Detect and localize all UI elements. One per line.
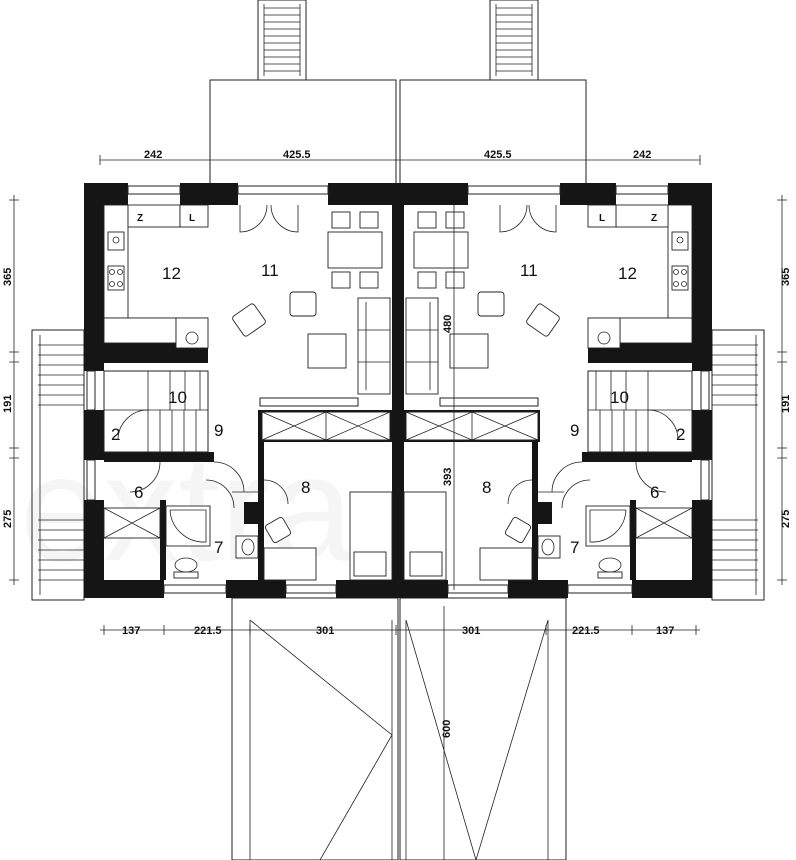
dishwasher-mark-right: L (599, 213, 605, 224)
dim-center-393: 393 (442, 468, 454, 486)
room-label-storage-right: 2 (676, 425, 685, 444)
kitchen-right-furniture: Z L (587, 204, 693, 349)
fridge-mark-left: Z (137, 213, 143, 224)
windows (86, 185, 710, 594)
dim-left-2: 191 (2, 395, 14, 413)
wardrobe-right (405, 411, 539, 441)
armchair-left-1 (289, 291, 317, 317)
doors (129, 204, 667, 509)
side-stair-right (711, 329, 765, 601)
dim-left-1: 365 (2, 268, 14, 286)
shelf-left (259, 397, 359, 407)
room-label-room8-left: 8 (301, 478, 310, 497)
dim-top-2: 425.5 (283, 149, 311, 161)
fridge-mark-right: Z (651, 213, 657, 224)
room-label-bath-left: 7 (214, 538, 223, 557)
side-stair-left (31, 329, 85, 601)
room8-left-furniture (263, 491, 393, 581)
dim-bottom-1: 137 (122, 625, 140, 637)
dining-set-left (327, 211, 383, 289)
dim-right-1: 365 (780, 268, 792, 286)
garage-right (399, 597, 567, 860)
room-label-storage-left: 2 (111, 425, 120, 444)
sofa-right (405, 297, 439, 395)
kitchen-left-furniture: Z L (103, 204, 209, 349)
dim-bottom-5: 221.5 (572, 625, 600, 637)
dim-bottom-4: 301 (462, 625, 480, 637)
room-label-hall-right: 9 (570, 421, 579, 440)
dim-left-3: 275 (2, 510, 14, 528)
room-label-boiler-right: 6 (650, 483, 659, 502)
dim-right-2: 191 (780, 395, 792, 413)
dim-garage-600: 600 (441, 720, 453, 738)
room-label-boiler-left: 6 (134, 483, 143, 502)
armchair-right-1 (477, 291, 505, 317)
dim-top-1: 242 (144, 149, 162, 161)
dim-top-3: 425.5 (484, 149, 512, 161)
boiler-room-right (635, 507, 693, 539)
dim-right-3: 275 (780, 510, 792, 528)
room-label-living-right: 11 (520, 261, 538, 280)
coffee-table-right (449, 333, 489, 369)
room-label-hall-left: 9 (214, 421, 223, 440)
garage-left (231, 597, 399, 860)
armchair-right-2 (526, 303, 560, 337)
room-label-stair-right: 10 (610, 388, 629, 407)
room-label-living-left: 11 (261, 261, 279, 280)
sofa-left (357, 297, 391, 395)
dim-bottom-2: 221.5 (194, 625, 222, 637)
dishwasher-mark-left: L (189, 213, 195, 224)
dim-bottom-6: 137 (656, 625, 674, 637)
room8-right-furniture (403, 491, 533, 581)
wardrobe-left (261, 411, 391, 441)
bath-right-fixtures (537, 505, 631, 579)
outer-walls (84, 183, 712, 598)
room-label-bath-right: 7 (570, 538, 579, 557)
dining-set-right (413, 211, 469, 289)
dim-center-480: 480 (442, 315, 454, 333)
inner-stair-left (103, 370, 209, 453)
shelf-right (439, 397, 539, 407)
boiler-room-left (103, 507, 161, 539)
room-label-stair-left: 10 (168, 388, 187, 407)
terrace-left (209, 0, 397, 183)
room-label-room8-right: 8 (482, 478, 491, 497)
dimension-lines (9, 155, 787, 860)
armchair-left-2 (232, 303, 266, 337)
dim-bottom-3: 301 (316, 625, 334, 637)
dim-top-4: 242 (633, 149, 651, 161)
bath-left-fixtures (165, 505, 259, 579)
inner-stair-right (587, 370, 693, 453)
room-label-kitchen-right: 12 (618, 264, 637, 283)
terrace-right (399, 0, 587, 183)
room-label-kitchen-left: 12 (162, 264, 181, 283)
coffee-table-left (307, 333, 347, 369)
